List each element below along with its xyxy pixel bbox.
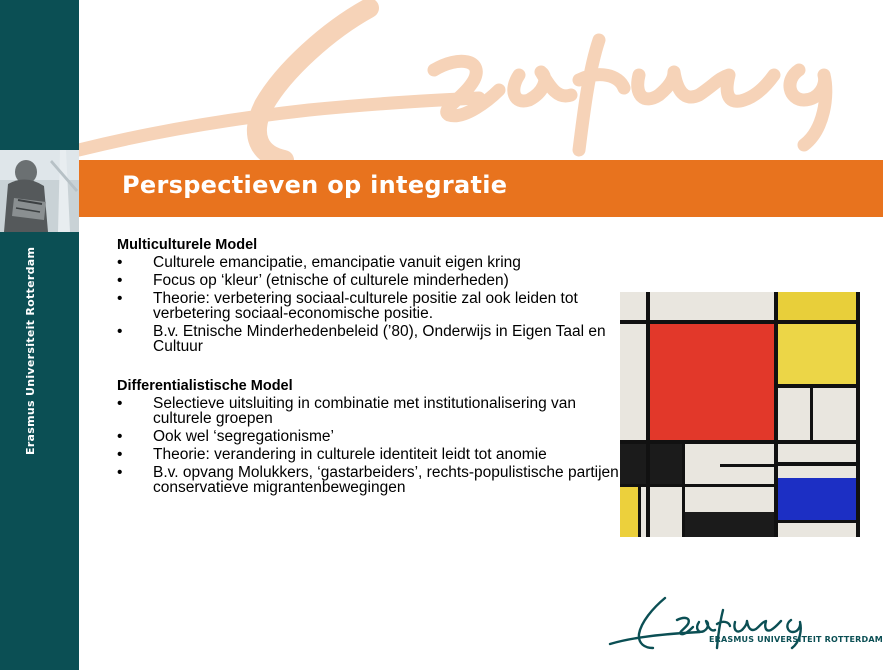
sidebar: Erasmus Universiteit Rotterdam <box>0 0 79 670</box>
bullet-marker: • <box>117 446 123 463</box>
bullet-text: Theorie: verandering in culturele identi… <box>153 446 547 463</box>
list-item: • Focus op ‘kleur’ (etnische of culturele… <box>117 272 627 289</box>
bullet-text: Theorie: verbetering sociaal-culturele p… <box>153 290 578 322</box>
section-spacer <box>117 357 627 379</box>
list-item: • Theorie: verbetering sociaal-culturele … <box>117 290 627 322</box>
bullet-text: B.v. opvang Molukkers, ‘gastarbeiders’, … <box>153 464 624 496</box>
bullet-text: B.v. Etnische Minderhedenbeleid (’80), O… <box>153 323 606 355</box>
list-item: • Ook wel ‘segregationisme’ <box>117 428 627 445</box>
mondrian-painting-image <box>620 292 860 537</box>
logo-wordmark: ERASMUS UNIVERSITEIT ROTTERDAM <box>709 635 883 644</box>
bullet-marker: • <box>117 254 123 271</box>
bullet-text: Culturele emancipatie, emancipatie vanui… <box>153 254 521 271</box>
title-bar: Perspectieven op integratie <box>79 160 883 217</box>
list-item: • B.v. Etnische Minderhedenbeleid (’80), … <box>117 323 627 355</box>
bullet-marker: • <box>117 395 123 412</box>
erasmus-signature-watermark <box>79 0 833 160</box>
slide-content: Multiculturele Model • Culturele emancipa… <box>117 238 627 498</box>
bullet-marker: • <box>117 428 123 445</box>
bullet-text: Selectieve uitsluiting in combinatie met… <box>153 395 577 427</box>
list-item: • Selectieve uitsluiting in combinatie me… <box>117 395 627 427</box>
list-item: • Theorie: verandering in culturele ident… <box>117 446 627 463</box>
erasmus-logo <box>608 596 802 650</box>
list-item: • Culturele emancipatie, emancipatie vanu… <box>117 254 627 271</box>
erasmus-statue-image <box>0 150 79 232</box>
bullet-text: Focus op ‘kleur’ (etnische of culturele … <box>153 272 509 289</box>
slide-title: Perspectieven op integratie <box>122 171 508 199</box>
section-heading-differentialistisch: Differentialistische Model <box>117 378 293 394</box>
bullet-list-differentialistisch: • Selectieve uitsluiting in combinatie me… <box>117 395 627 496</box>
bullet-marker: • <box>117 323 123 340</box>
sidebar-university-name: Erasmus Universiteit Rotterdam <box>24 246 37 455</box>
bullet-marker: • <box>117 464 123 481</box>
bullet-list-multicultureel: • Culturele emancipatie, emancipatie vanu… <box>117 254 627 355</box>
bullet-text: Ook wel ‘segregationisme’ <box>153 428 334 445</box>
bullet-marker: • <box>117 272 123 289</box>
section-heading-multicultureel: Multiculturele Model <box>117 237 258 253</box>
bullet-marker: • <box>117 290 123 307</box>
list-item: • B.v. opvang Molukkers, ‘gastarbeiders’,… <box>117 464 627 496</box>
